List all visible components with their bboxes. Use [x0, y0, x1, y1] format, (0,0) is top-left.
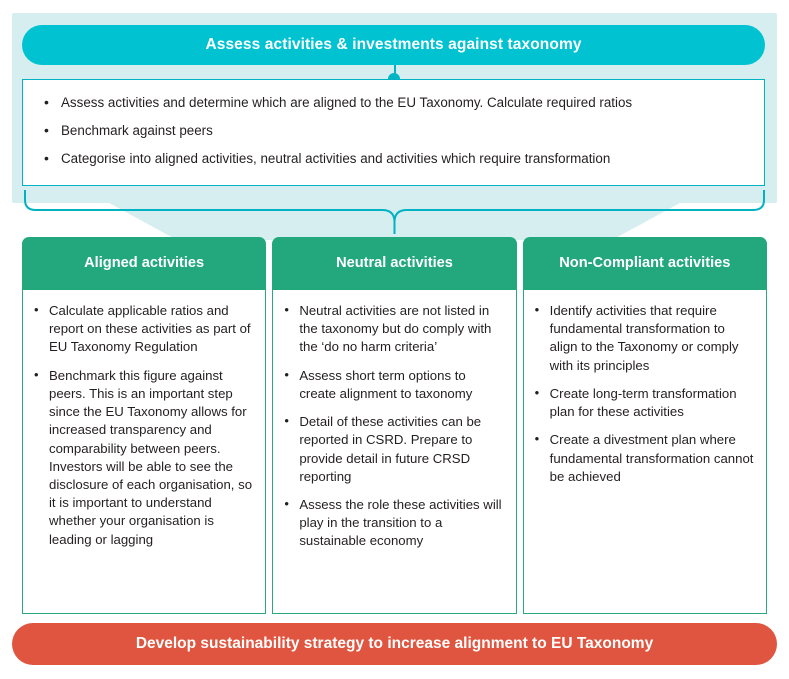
column-header-neutral[interactable]: Neutral activities: [272, 237, 517, 290]
column-body-aligned: Calculate applicable ratios and report o…: [22, 290, 267, 614]
column-bullet-list: Calculate applicable ratios and report o…: [23, 290, 265, 549]
column-header-aligned[interactable]: Aligned activities: [22, 237, 267, 290]
list-item: Identify activities that require fundame…: [532, 301, 756, 375]
column-aligned-activities: Aligned activities Calculate applicable …: [22, 237, 267, 614]
column-body-non-compliant: Identify activities that require fundame…: [522, 290, 767, 614]
curly-brace-connector-icon: [24, 190, 765, 234]
list-item: Calculate applicable ratios and report o…: [31, 301, 255, 357]
list-item: Neutral activities are not listed in the…: [281, 301, 505, 357]
column-bullet-list: Neutral activities are not listed in the…: [273, 290, 515, 551]
top-banner[interactable]: Assess activities & investments against …: [22, 25, 765, 65]
columns-container: Aligned activities Calculate applicable …: [22, 237, 767, 614]
list-item: Categorise into aligned activities, neut…: [39, 148, 748, 170]
column-body-neutral: Neutral activities are not listed in the…: [272, 290, 517, 614]
column-neutral-activities: Neutral activities Neutral activities ar…: [272, 237, 517, 614]
list-item: Detail of these activities can be report…: [281, 412, 505, 486]
connector-stem: [393, 65, 396, 79]
list-item: Assess short term options to create alig…: [281, 366, 505, 403]
column-bullet-list: Identify activities that require fundame…: [524, 290, 766, 486]
bottom-banner[interactable]: Develop sustainability strategy to incre…: [12, 623, 777, 665]
column-header-label: Non-Compliant activities: [559, 254, 731, 271]
list-item: Assess activities and determine which ar…: [39, 92, 748, 114]
column-header-label: Aligned activities: [84, 254, 205, 271]
column-header-label: Neutral activities: [336, 254, 453, 271]
list-item: Benchmark against peers: [39, 120, 748, 142]
list-item: Benchmark this figure against peers. Thi…: [31, 366, 255, 549]
list-item: Create a divestment plan where fundament…: [532, 430, 756, 486]
column-non-compliant-activities: Non-Compliant activities Identify activi…: [522, 237, 767, 614]
summary-bullet-list: Assess activities and determine which ar…: [23, 80, 764, 169]
list-item: Create long-term transformation plan for…: [532, 384, 756, 421]
column-header-non-compliant[interactable]: Non-Compliant activities: [522, 237, 767, 290]
summary-box: Assess activities and determine which ar…: [22, 79, 765, 186]
top-banner-title: Assess activities & investments against …: [205, 36, 582, 53]
list-item: Assess the role these activities will pl…: [281, 495, 505, 551]
bottom-banner-title: Develop sustainability strategy to incre…: [135, 635, 654, 652]
